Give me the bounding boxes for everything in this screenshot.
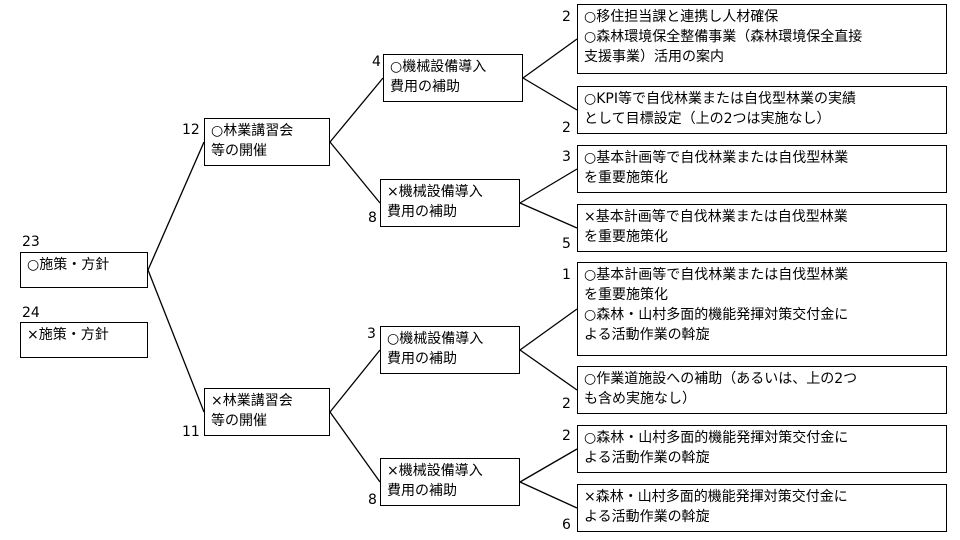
count-leaf-1: 2 (562, 9, 571, 25)
node-course-no: ×林業講習会 等の開催 (204, 388, 330, 436)
node-machine-no-b-line-1: ×機械設備導入 (387, 463, 483, 479)
node-leaf-1: ○移住担当課と連携し人材確保 ○森林環境保全整備事業（森林環境保全直接 支援事業… (577, 4, 947, 74)
node-leaf-5: ○基本計画等で自伐林業または自伐型林業 を重要施策化 ○森林・山村多面的機能発揮… (577, 262, 947, 356)
node-leaf-8: ×森林・山村多面的機能発揮対策交付金に よる活動作業の斡旋 (577, 484, 947, 532)
node-machine-yes-b: ○機械設備導入 費用の補助 (380, 326, 520, 374)
count-course-no: 11 (182, 424, 200, 440)
count-leaf-4: 5 (562, 236, 571, 252)
edge-course_yes-machine_no_a (329, 141, 381, 204)
edge-machine_yes_a-leaf2 (522, 77, 578, 111)
node-leaf-6: ○作業道施設への補助（あるいは、上の2つ も含め実施なし） (577, 366, 947, 414)
count-machine-no-a: 8 (368, 210, 377, 226)
node-root-no-line-1: ×施策・方針 (27, 327, 109, 343)
edge-machine_yes_b-leaf6 (519, 349, 578, 391)
edge-machine_yes_a-leaf1 (522, 38, 578, 79)
node-machine-no-a: ×機械設備導入 費用の補助 (380, 179, 520, 227)
count-machine-yes-b: 3 (367, 326, 376, 342)
node-leaf-2-line-2: として目標設定（上の2つは実施なし） (584, 111, 831, 127)
node-leaf-2-line-1: ○KPI等で自伐林業または自伐型林業の実績 (584, 91, 856, 107)
node-leaf-7-line-2: よる活動作業の斡旋 (584, 450, 710, 466)
count-machine-no-b: 8 (368, 492, 377, 508)
count-leaf-6: 2 (562, 396, 571, 412)
edge-course_yes-machine_yes_a (329, 77, 384, 143)
node-leaf-2: ○KPI等で自伐林業または自伐型林業の実績 として目標設定（上の2つは実施なし） (577, 86, 947, 134)
node-leaf-8-line-1: ×森林・山村多面的機能発揮対策交付金に (584, 489, 848, 505)
edge-root_yes-course_no (147, 269, 205, 413)
edge-machine_no_b-leaf8 (519, 481, 578, 509)
edge-root_yes-course_yes (147, 141, 205, 271)
node-machine-yes-a: ○機械設備導入 費用の補助 (383, 54, 523, 102)
count-course-yes: 12 (182, 122, 200, 138)
node-machine-yes-b-line-1: ○機械設備導入 (387, 331, 484, 347)
edge-course_no-machine_yes_b (329, 349, 381, 413)
node-course-yes-line-1: ○林業講習会 (211, 123, 294, 139)
node-course-yes: ○林業講習会 等の開催 (204, 118, 330, 166)
node-root-no: ×施策・方針 (20, 322, 148, 358)
node-leaf-4-line-1: ×基本計画等で自伐林業または自伐型林業 (584, 209, 848, 225)
node-leaf-7-line-1: ○森林・山村多面的機能発揮対策交付金に (584, 430, 849, 446)
edge-course_no-machine_no_b (329, 411, 381, 483)
count-root-no: 24 (22, 305, 40, 321)
node-leaf-8-line-2: よる活動作業の斡旋 (584, 509, 710, 525)
node-leaf-4-line-2: を重要施策化 (584, 229, 668, 245)
count-leaf-8: 6 (562, 517, 571, 533)
node-course-yes-line-2: 等の開催 (211, 143, 267, 159)
count-machine-yes-a: 4 (372, 54, 381, 70)
node-machine-yes-a-line-1: ○機械設備導入 (390, 59, 487, 75)
count-leaf-7: 2 (562, 428, 571, 444)
edge-machine_yes_b-leaf5 (519, 308, 578, 351)
node-leaf-1-line-3: 支援事業）活用の案内 (584, 49, 724, 65)
edge-machine_no_a-leaf4 (519, 202, 578, 229)
node-leaf-5-line-4: よる活動作業の斡旋 (584, 327, 710, 343)
node-leaf-5-line-3: ○森林・山村多面的機能発揮対策交付金に (584, 307, 849, 323)
count-root-yes: 23 (22, 234, 40, 250)
node-leaf-5-line-1: ○基本計画等で自伐林業または自伐型林業 (584, 267, 849, 283)
node-course-no-line-1: ×林業講習会 (211, 393, 293, 409)
node-leaf-1-line-2: ○森林環境保全整備事業（森林環境保全直接 (584, 29, 863, 45)
edge-machine_no_b-leaf7 (519, 448, 578, 483)
node-root-yes-line-1: ○施策・方針 (27, 257, 110, 273)
node-leaf-3: ○基本計画等で自伐林業または自伐型林業 を重要施策化 (577, 145, 947, 193)
count-leaf-5: 1 (562, 267, 571, 283)
node-machine-no-a-line-1: ×機械設備導入 (387, 184, 483, 200)
count-leaf-3: 3 (562, 149, 571, 165)
node-machine-no-b: ×機械設備導入 費用の補助 (380, 458, 520, 506)
node-leaf-1-line-1: ○移住担当課と連携し人材確保 (584, 9, 779, 25)
edge-machine_no_a-leaf3 (519, 168, 578, 204)
node-machine-no-a-line-2: 費用の補助 (387, 204, 457, 220)
node-leaf-6-line-2: も含め実施なし） (584, 391, 696, 407)
node-leaf-6-line-1: ○作業道施設への補助（あるいは、上の2つ (584, 371, 858, 387)
node-leaf-3-line-1: ○基本計画等で自伐林業または自伐型林業 (584, 150, 849, 166)
node-machine-yes-b-line-2: 費用の補助 (387, 351, 457, 367)
node-machine-no-b-line-2: 費用の補助 (387, 483, 457, 499)
node-root-yes: ○施策・方針 (20, 252, 148, 288)
node-leaf-4: ×基本計画等で自伐林業または自伐型林業 を重要施策化 (577, 204, 947, 252)
count-leaf-2: 2 (562, 120, 571, 136)
node-leaf-5-line-2: を重要施策化 (584, 287, 668, 303)
node-leaf-7: ○森林・山村多面的機能発揮対策交付金に よる活動作業の斡旋 (577, 425, 947, 473)
node-course-no-line-2: 等の開催 (211, 413, 267, 429)
node-machine-yes-a-line-2: 費用の補助 (390, 79, 460, 95)
node-leaf-3-line-2: を重要施策化 (584, 170, 668, 186)
